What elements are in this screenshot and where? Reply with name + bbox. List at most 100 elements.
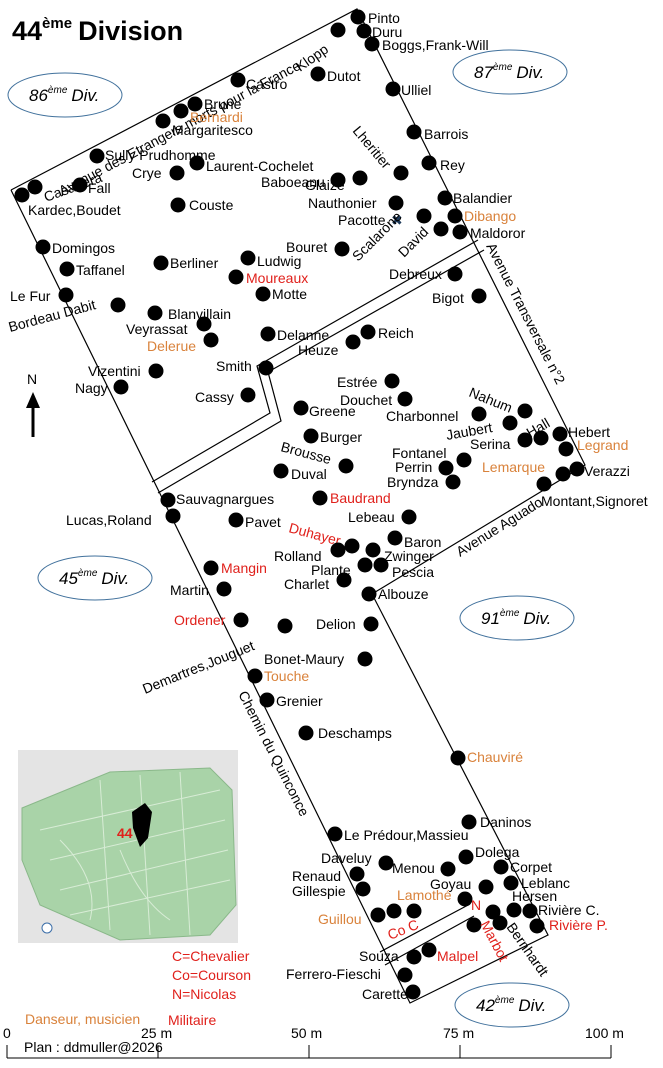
grave-marker[interactable]: [258, 360, 274, 376]
grave-deschamps[interactable]: Deschamps: [298, 725, 392, 741]
grave-ulliel[interactable]: Ulliel: [385, 81, 432, 99]
grave-marker[interactable]: [247, 668, 263, 684]
grave-marker[interactable]: [447, 266, 463, 282]
grave-marker[interactable]: [365, 542, 381, 558]
grave-blanvillain[interactable]: Blanvillain: [147, 305, 232, 323]
grave-marker[interactable]: [445, 474, 461, 490]
grave-delerue[interactable]: Delerue: [147, 332, 219, 355]
grave-malpel[interactable]: Malpel: [421, 942, 479, 965]
grave-marker[interactable]: [406, 903, 422, 919]
grave-marker[interactable]: [203, 332, 219, 348]
grave-marker[interactable]: [310, 66, 326, 82]
grave-bigot[interactable]: Bigot: [432, 288, 487, 307]
grave-motte[interactable]: Motte: [255, 286, 308, 302]
grave-zwinger[interactable]: Zwinger: [365, 542, 435, 565]
grave-laurent-cochelet[interactable]: Laurent-Cochelet: [189, 155, 314, 175]
grave-marker[interactable]: [397, 391, 413, 407]
grave-david[interactable]: David: [395, 221, 449, 261]
grave-marker[interactable]: [113, 379, 129, 395]
grave-marker[interactable]: [406, 949, 422, 965]
grave-montant-signoret[interactable]: Montant,Signoret: [536, 476, 648, 510]
grave-marker[interactable]: [255, 286, 271, 302]
grave-charbonnel[interactable]: Charbonnel: [386, 406, 487, 425]
grave-marker[interactable]: [338, 458, 354, 474]
grave-baron[interactable]: Baron: [387, 530, 442, 551]
grave-marker[interactable]: [457, 891, 473, 907]
grave-marker[interactable]: [361, 586, 377, 602]
grave-debreux[interactable]: Debreux: [389, 266, 463, 282]
grave-dibango[interactable]: Dibango: [447, 208, 517, 224]
grave-rivi-re-p-[interactable]: Rivière P.: [529, 917, 608, 934]
grave-barrois[interactable]: Barrois: [406, 124, 469, 143]
grave-burger[interactable]: Burger: [303, 428, 363, 446]
grave-marker[interactable]: [533, 430, 549, 446]
grave-marker[interactable]: [356, 23, 372, 39]
grave-marker[interactable]: [349, 866, 365, 882]
grave-pescia[interactable]: Pescia: [373, 557, 435, 581]
grave-marker[interactable]: [148, 363, 164, 379]
grave-marker[interactable]: [393, 165, 409, 181]
grave-marker[interactable]: [169, 165, 185, 181]
grave-reich[interactable]: Reich: [360, 324, 414, 342]
grave-pinto[interactable]: Pinto: [350, 9, 401, 27]
grave-marker[interactable]: [357, 557, 373, 573]
grave-marker[interactable]: [397, 967, 413, 983]
grave-marker[interactable]: [216, 581, 232, 597]
grave-marker[interactable]: [334, 241, 350, 257]
grave-martin[interactable]: Martin: [170, 581, 232, 599]
grave-marker[interactable]: [72, 177, 88, 193]
grave-marker[interactable]: [452, 224, 468, 240]
grave-marker[interactable]: [458, 849, 474, 865]
grave-rey[interactable]: Rey: [421, 155, 465, 174]
grave-albouze[interactable]: Albouze: [361, 586, 429, 602]
grave-marker[interactable]: [406, 124, 422, 140]
grave-marker[interactable]: [370, 907, 386, 923]
grave-marker[interactable]: [228, 269, 244, 285]
grave-marker[interactable]: [327, 826, 343, 842]
grave-marker[interactable]: [35, 239, 51, 255]
grave-marker[interactable]: [503, 875, 519, 891]
grave-marker[interactable]: [569, 461, 585, 477]
grave-smith[interactable]: Smith: [216, 358, 274, 376]
grave-marker[interactable]: [492, 915, 508, 931]
grave-douchet[interactable]: Douchet: [340, 391, 413, 409]
grave-ordener[interactable]: Ordener: [174, 612, 249, 628]
grave-marker[interactable]: [110, 297, 126, 313]
grave-marker[interactable]: [330, 542, 346, 558]
grave-ludwig[interactable]: Ludwig: [240, 250, 302, 270]
grave-balandier[interactable]: Balandier: [437, 190, 513, 206]
grave-rolland[interactable]: Rolland: [274, 542, 346, 565]
grave-marker[interactable]: [298, 725, 314, 741]
grave-heuze[interactable]: Heuze: [298, 334, 361, 359]
grave-marker[interactable]: [450, 750, 466, 766]
grave-margaritesco[interactable]: Margaritesco: [155, 113, 254, 139]
grave-marker[interactable]: [360, 324, 376, 340]
grave-marker[interactable]: [89, 148, 105, 164]
grave-marker[interactable]: [388, 195, 404, 211]
grave-marker[interactable]: [203, 560, 219, 576]
grave-marker[interactable]: [357, 651, 373, 667]
grave-lemarque[interactable]: Lemarque: [482, 459, 545, 475]
grave-marker[interactable]: [58, 287, 74, 303]
grave-marker[interactable]: [230, 72, 246, 88]
grave-marker[interactable]: [386, 903, 402, 919]
grave-marker[interactable]: [421, 942, 437, 958]
grave-marker[interactable]: [189, 155, 205, 171]
grave-bryndza[interactable]: Bryndza: [387, 474, 461, 490]
grave-duval[interactable]: Duval: [273, 463, 327, 483]
grave-marker[interactable]: [485, 904, 501, 920]
grave-goyau[interactable]: Goyau: [430, 876, 494, 895]
grave-marker[interactable]: [478, 879, 494, 895]
grave-marker[interactable]: [447, 208, 463, 224]
grave-nagy[interactable]: Nagy: [75, 379, 129, 397]
grave-marker[interactable]: [437, 190, 453, 206]
grave-marker[interactable]: [170, 197, 186, 213]
grave-le-fur[interactable]: Le Fur: [10, 287, 74, 305]
grave-ferrero-fieschi[interactable]: Ferrero-Fieschi: [286, 966, 413, 983]
grave-renaud[interactable]: Renaud: [292, 866, 365, 885]
grave-marker[interactable]: [173, 103, 189, 119]
grave-marker[interactable]: [536, 476, 552, 492]
grave-marker[interactable]: [233, 612, 249, 628]
grave-marker[interactable]: [352, 170, 368, 186]
grave-delanne[interactable]: Delanne: [260, 326, 330, 344]
